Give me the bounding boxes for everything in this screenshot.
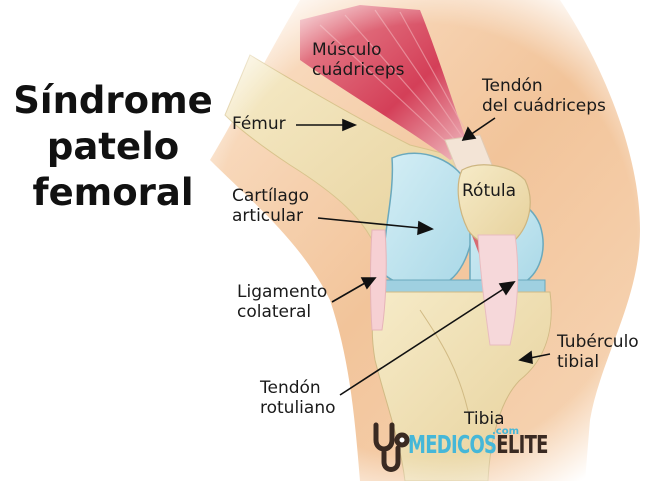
label-cartilago-articular: Cartílago articular [232,186,309,226]
vignette [190,0,660,481]
label-tendon-rotuliano: Tendón rotuliano [260,378,336,418]
pointer-arrows [296,117,551,396]
label-tibia: Tibia [464,409,505,429]
label-tuberculo-tibial: Tubérculo tibial [557,332,639,372]
label-musculo-cuadriceps: Músculo cuádriceps [312,40,405,80]
logo-wordmark: MEDICOSELITE [408,430,548,459]
label-rotula: Rótula [462,181,517,201]
label-tendon-cuadriceps: Tendón del cuádriceps [482,76,606,116]
title-line-2: patelo [46,125,180,168]
label-femur: Fémur [232,114,286,134]
logo-brand-part2: ELITE [496,430,548,459]
title-line-3: femoral [32,171,194,214]
stethoscope-icon [373,422,410,472]
page-title: Síndrome patelo femoral [8,78,218,216]
label-ligamento-colateral: Ligamento colateral [237,282,328,322]
logo-domain-suffix: .com [492,426,520,437]
logo-brand-part1: MEDICOS [408,430,497,459]
title-line-1: Síndrome [13,79,213,122]
